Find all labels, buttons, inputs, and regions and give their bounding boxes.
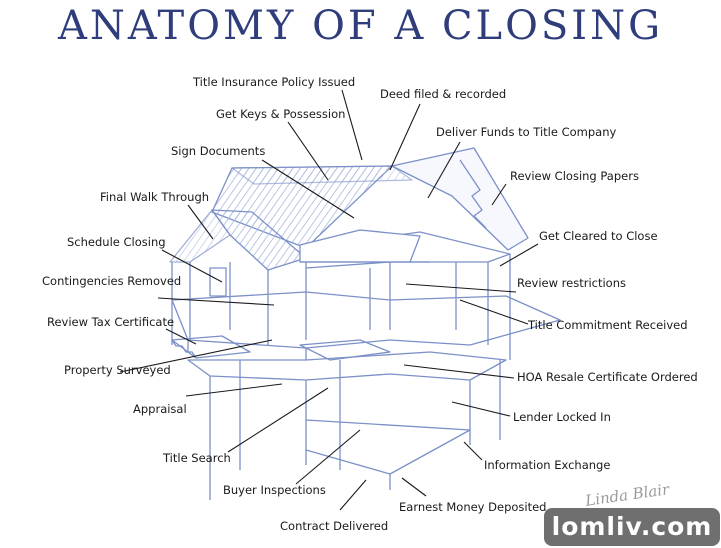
label-deed-filed: Deed filed & recorded	[380, 87, 507, 101]
label-hoa-resale: HOA Resale Certificate Ordered	[517, 370, 698, 384]
house-drawing	[169, 147, 561, 500]
label-schedule-closing: Schedule Closing	[67, 235, 166, 249]
label-title-search: Title Search	[163, 451, 231, 465]
right-gable	[391, 147, 529, 251]
label-appraisal: Appraisal	[133, 402, 187, 416]
label-contract-delivered: Contract Delivered	[280, 519, 389, 533]
label-title-commitment: Title Commitment Received	[528, 318, 688, 332]
stairs	[171, 339, 197, 359]
label-sign-documents: Sign Documents	[171, 144, 266, 158]
ground-floor	[187, 351, 507, 381]
label-review-restrictions: Review restrictions	[517, 276, 627, 290]
label-review-tax: Review Tax Certificate	[47, 315, 175, 329]
label-get-keys: Get Keys & Possession	[216, 107, 346, 121]
gable-step	[459, 159, 487, 229]
main-roof-back	[231, 165, 413, 185]
label-deliver-funds: Deliver Funds to Title Company	[436, 125, 617, 139]
window-left	[209, 267, 227, 297]
watermark-badge: lomliv.com	[544, 508, 720, 546]
label-earnest-money: Earnest Money Deposited	[399, 500, 547, 514]
ledge-right	[299, 339, 391, 361]
label-buyer-inspections: Buyer Inspections	[223, 483, 326, 497]
label-title-insurance: Title Insurance Policy Issued	[193, 75, 356, 89]
dormer	[299, 229, 421, 263]
page-title: ANATOMY OF A CLOSING	[57, 3, 664, 49]
leader-lines	[119, 89, 539, 511]
label-contingencies: Contingencies Removed	[42, 274, 182, 288]
label-property-surveyed: Property Surveyed	[64, 363, 171, 377]
label-get-cleared: Get Cleared to Close	[539, 229, 658, 243]
foundation	[305, 419, 471, 475]
label-review-closing-papers: Review Closing Papers	[510, 169, 639, 183]
label-lender-locked: Lender Locked In	[513, 410, 611, 424]
label-information-exchange: Information Exchange	[484, 458, 611, 472]
middle-floor	[171, 291, 561, 349]
label-final-walk: Final Walk Through	[100, 190, 210, 204]
